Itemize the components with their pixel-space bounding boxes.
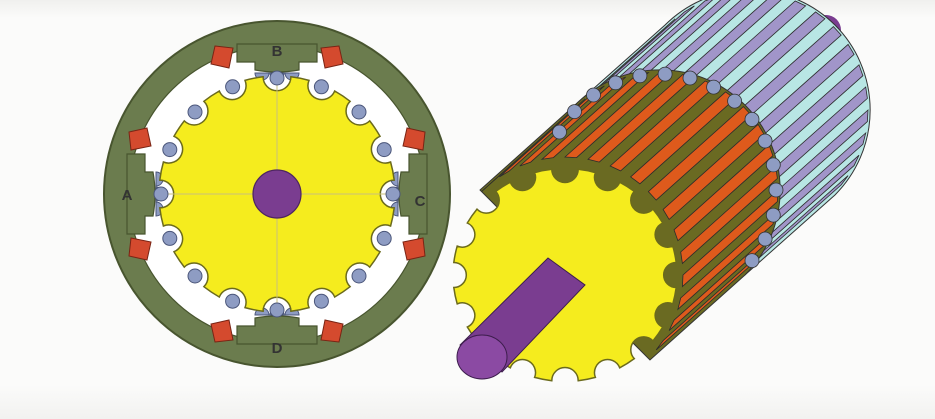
pole-label-b: B [272, 43, 283, 60]
rotor-notch [314, 80, 328, 94]
rotor-notch [352, 269, 366, 283]
stack-joint-notch [568, 105, 582, 119]
rotor-notch [163, 231, 177, 245]
stack-joint-notch [633, 69, 647, 83]
shaft-cross-section [253, 170, 301, 218]
stack-joint-notch [683, 71, 697, 85]
rotor-notch [226, 294, 240, 308]
coil-right-c [403, 238, 425, 260]
coil-left-a [129, 238, 151, 260]
rotor-notch [270, 71, 284, 85]
pole-label-d: D [272, 340, 283, 357]
rotor-notch [377, 143, 391, 157]
stack-joint-notch [745, 254, 759, 268]
coil-right-a [129, 128, 151, 150]
rotor-notch [270, 303, 284, 317]
coil-left-d [321, 320, 343, 342]
rotor-notch [163, 143, 177, 157]
pole-label-a: A [122, 187, 133, 204]
stack-joint-notch [658, 67, 672, 81]
rotor-notch [314, 294, 328, 308]
stack-joint-notch [728, 94, 742, 108]
rotor-notch [188, 269, 202, 283]
rotor-notch [154, 187, 168, 201]
rotor-notch [352, 105, 366, 119]
rotor-notch [377, 231, 391, 245]
stack-joint-notch [707, 80, 721, 94]
rotor-notch [188, 105, 202, 119]
stator-cross-section: B A C D [104, 21, 450, 367]
stack-joint-notch [609, 76, 623, 90]
stack-joint-notch [553, 125, 567, 139]
stack-joint-notch [766, 158, 780, 172]
stack-joint-notch [745, 112, 759, 126]
coil-right-b [321, 46, 343, 68]
stack-joint-notch [587, 88, 601, 102]
coil-left-b [211, 46, 233, 68]
coil-right-d [211, 320, 233, 342]
rotor-3d-view [454, 0, 870, 381]
coil-left-c [403, 128, 425, 150]
stack-joint-notch [769, 183, 783, 197]
pole-label-c: C [415, 193, 426, 210]
stack-joint-notch [758, 134, 772, 148]
rotor-notch [226, 80, 240, 94]
stack-joint-notch [758, 232, 772, 246]
rotor-notch [386, 187, 400, 201]
stack-joint-notch [766, 208, 780, 222]
